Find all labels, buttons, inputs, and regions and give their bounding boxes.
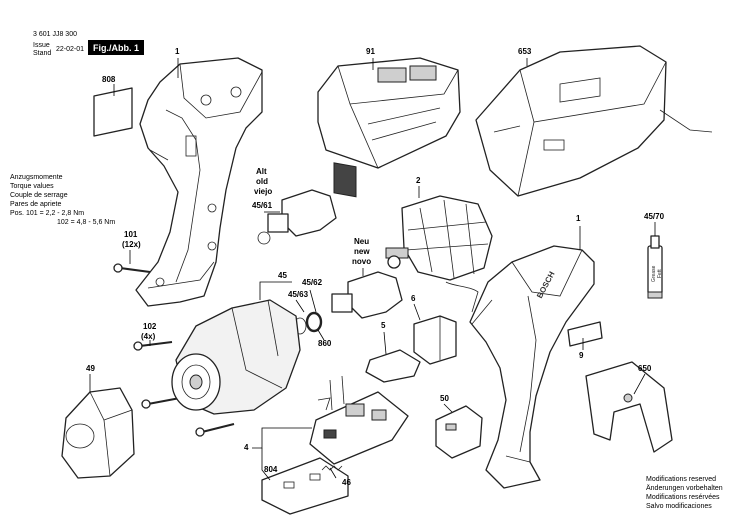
footer-line-3: Modifications resérvées: [646, 494, 720, 501]
torque-line-4: Pares de apriete: [10, 201, 62, 208]
callout-804: 804: [264, 465, 278, 474]
callout-novo: novo: [352, 257, 372, 266]
callout-1-top: 1: [175, 47, 180, 56]
callout-49: 49: [86, 364, 95, 373]
torque-line-5: Pos. 101 = 2,2 - 2,8 Nm: [10, 210, 85, 217]
torque-line-3: Couple de serrage: [10, 192, 68, 199]
belt-clip-650: [585, 361, 673, 453]
charger-653: [475, 45, 713, 197]
screw-101: [113, 263, 151, 273]
callout-45-62: 45/62: [302, 278, 323, 287]
callout-101-qty: (12x): [122, 240, 141, 249]
anvil-new: [331, 271, 403, 319]
torque-line-2: Torque values: [10, 183, 54, 190]
label-plate-808: [93, 87, 133, 137]
callout-45-70: 45/70: [644, 212, 665, 221]
callout-45-63: 45/63: [288, 290, 309, 299]
screws-102: [133, 341, 235, 437]
label-9: [567, 321, 603, 347]
callout-new: new: [354, 247, 370, 256]
callout-101: 101: [124, 230, 138, 239]
footer-line-4: Salvo modificaciones: [646, 503, 712, 510]
callout-6: 6: [411, 294, 416, 303]
doc-number: 3 601 JJ8 300: [33, 31, 77, 38]
gear-housing-45: [171, 299, 301, 415]
battery-pack-91: [317, 57, 461, 198]
callout-viejo: viejo: [254, 187, 273, 196]
callout-91: 91: [366, 47, 375, 56]
leader-lines: [89, 58, 656, 481]
spring-46: [321, 465, 343, 471]
switch-6: [413, 281, 479, 365]
switch-cover-5: [365, 349, 421, 383]
sleeve-49: [61, 387, 135, 479]
torque-line-1: Anzugsmomente: [10, 174, 63, 181]
figure-label: Fig./Abb. 1: [88, 40, 144, 55]
electronics-module-4: [309, 375, 409, 465]
callout-9: 9: [579, 351, 584, 360]
anvil-old: [257, 189, 337, 245]
footer-line-1: Modifications reserved: [646, 476, 717, 483]
callout-45-61: 45/61: [252, 201, 273, 210]
housing-half-right: [469, 245, 595, 489]
callout-650: 650: [638, 364, 652, 373]
callout-45: 45: [278, 271, 287, 280]
issue-label: Issue: [33, 42, 50, 49]
cover-50: [435, 405, 483, 459]
callout-102: 102: [143, 322, 157, 331]
callout-old: old: [256, 177, 268, 186]
stand-label: Stand: [33, 50, 52, 57]
callout-808: 808: [102, 75, 116, 84]
housing-half-left: [135, 57, 263, 307]
torque-line-6: 102 = 4,8 - 5,6 Nm: [57, 219, 116, 226]
callout-102-qty: (4x): [141, 332, 156, 341]
motor-2: [385, 195, 493, 281]
grease-tube: [647, 235, 663, 299]
callout-2: 2: [416, 176, 421, 185]
issue-date: 22-02-01: [56, 46, 85, 53]
callout-1-right: 1: [576, 214, 581, 223]
callout-46: 46: [342, 478, 351, 487]
footer-line-2: Änderungen vorbehalten: [646, 485, 723, 492]
callout-653: 653: [518, 47, 532, 56]
callout-860: 860: [318, 339, 332, 348]
callout-5: 5: [381, 321, 386, 330]
callout-50: 50: [440, 394, 449, 403]
grease-label-2: Fett: [657, 269, 663, 278]
callout-neu: Neu: [354, 237, 370, 246]
callout-alt: Alt: [256, 167, 267, 176]
cover-plate-804: [261, 457, 349, 515]
callout-4: 4: [244, 443, 249, 452]
